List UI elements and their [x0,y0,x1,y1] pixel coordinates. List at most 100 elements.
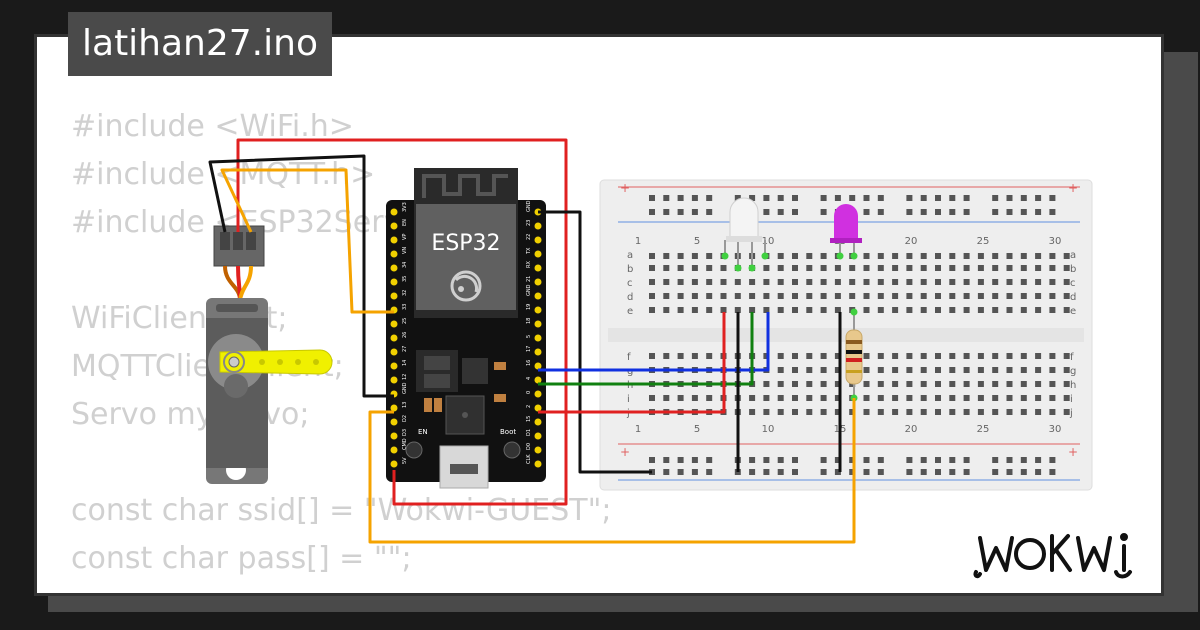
bb-col-number: 25 [977,236,990,247]
pin-dot [734,264,742,272]
project-title[interactable]: latihan27.ino [68,12,332,76]
esp32-left-pin[interactable] [390,250,398,258]
esp32-left-pin[interactable] [390,236,398,244]
bb-row-letter: f [1070,352,1074,363]
esp32-left-pin[interactable] [390,404,398,412]
esp32-pin-label: GND [526,284,532,296]
esp32-pin-label: 16 [526,360,532,366]
pin-dot [721,252,729,260]
wire-orange-signal [220,168,394,314]
wire-green-4 [538,312,754,386]
esp32-left-pin[interactable] [390,348,398,356]
wire-red-2 [538,312,726,414]
esp32-pin-label: D2 [402,415,408,422]
boot-button[interactable] [503,441,521,459]
bb-row-letter: b [1070,264,1076,275]
esp32-pin-label: VN [402,247,408,254]
esp32-pin-label: 23 [526,220,532,226]
esp32-right-pin[interactable] [534,334,542,342]
bb-row-letter: b [627,264,633,275]
rgb-led[interactable] [724,197,766,268]
bb-row-letter: a [627,250,633,261]
esp32-left-pin[interactable] [390,320,398,328]
esp32-left-pin[interactable] [390,362,398,370]
pin-dot [836,252,844,260]
esp32-pin-label: GND [402,382,408,394]
esp32-left-pin[interactable] [390,208,398,216]
esp32-pin-label: 15 [526,416,532,422]
bb-row-letter: e [1070,306,1076,317]
pin-indicators [721,252,858,402]
esp32-right-pin[interactable] [534,418,542,426]
esp32-pin-label: D3 [402,429,408,436]
esp32-pin-label: 14 [402,360,408,366]
wire-black-gnd [208,154,394,398]
code-line: const char pass[] = ""; [71,541,412,576]
esp32-pin-label: GND [526,200,532,212]
esp32-pin-label: 5V [402,457,408,464]
esp32-right-pin[interactable] [534,264,542,272]
esp32-pin-label: 35 [402,276,408,282]
en-button[interactable] [405,441,423,459]
esp32-pin-label: 12 [402,374,408,380]
bb-row-letter: a [1070,250,1076,261]
esp32-left-pin[interactable] [390,292,398,300]
esp32-right-pin[interactable] [534,446,542,454]
esp32-left-pin[interactable] [390,460,398,468]
esp32-left-pin[interactable] [390,418,398,426]
esp32-pin-label: 19 [526,304,532,310]
bb-row-letter: c [1070,278,1076,289]
esp32-left-pin[interactable] [390,376,398,384]
esp32-right-pin[interactable] [534,348,542,356]
wire-red-5v [236,138,568,506]
bb-plus-tl: + [620,181,630,195]
esp32-right-pin[interactable] [534,222,542,230]
esp32-board[interactable]: ESP32 EN Boot 3V3ENVPVN34353233252627141… [386,168,546,489]
esp32-right-pin[interactable] [534,460,542,468]
esp32-right-pin[interactable] [534,376,542,384]
esp32-right-pin[interactable] [534,250,542,258]
bb-row-letter: i [1070,394,1073,405]
code-line: const char ssid[] = "Wokwi-GUEST"; [71,493,612,528]
servo-horn[interactable] [219,349,333,375]
esp32-right-pin[interactable] [534,362,542,370]
esp32-right-pin[interactable] [534,278,542,286]
bb-col-number: 5 [694,424,700,435]
esp32-right-pin[interactable] [534,320,542,328]
esp32-left-pin[interactable] [390,222,398,230]
esp32-right-pin[interactable] [534,292,542,300]
bb-col-number: 30 [1049,236,1062,247]
esp32-left-pin[interactable] [390,264,398,272]
esp32-pin-label: 4 [526,377,532,380]
esp32-left-pin[interactable] [390,334,398,342]
esp32-pin-label: CLK [526,454,532,464]
servo-motor[interactable] [206,225,333,484]
bb-row-letter: d [1070,292,1076,303]
esp32-label: ESP32 [431,231,500,256]
bb-plus-br: + [1068,445,1078,459]
bb-col-number: 1 [635,236,641,247]
bb-col-number: 10 [762,236,775,247]
esp32-left-pin[interactable] [390,446,398,454]
esp32-left-pin[interactable] [390,278,398,286]
esp32-right-pin[interactable] [534,404,542,412]
esp32-pin-label: 17 [526,346,532,352]
esp32-right-pin[interactable] [534,236,542,244]
bb-row-letter: d [627,292,633,303]
esp32-right-pin[interactable] [534,306,542,314]
bb-row-letter: c [627,278,633,289]
esp32-right-pin[interactable] [534,432,542,440]
esp32-pin-label: 22 [526,234,532,240]
resistor[interactable] [845,312,863,396]
esp32-right-pin[interactable] [534,390,542,398]
wire-black-gnd-rail [538,210,652,474]
pin-dot [850,252,858,260]
esp32-pin-label: TX [526,247,532,255]
esp32-pin-label: D0 [526,443,532,450]
esp32-left-pin[interactable] [390,432,398,440]
bb-row-letter: h [1070,380,1076,391]
bb-row-letter: e [627,306,633,317]
pin-dot [748,264,756,272]
esp32-pin-label: 25 [402,318,408,324]
